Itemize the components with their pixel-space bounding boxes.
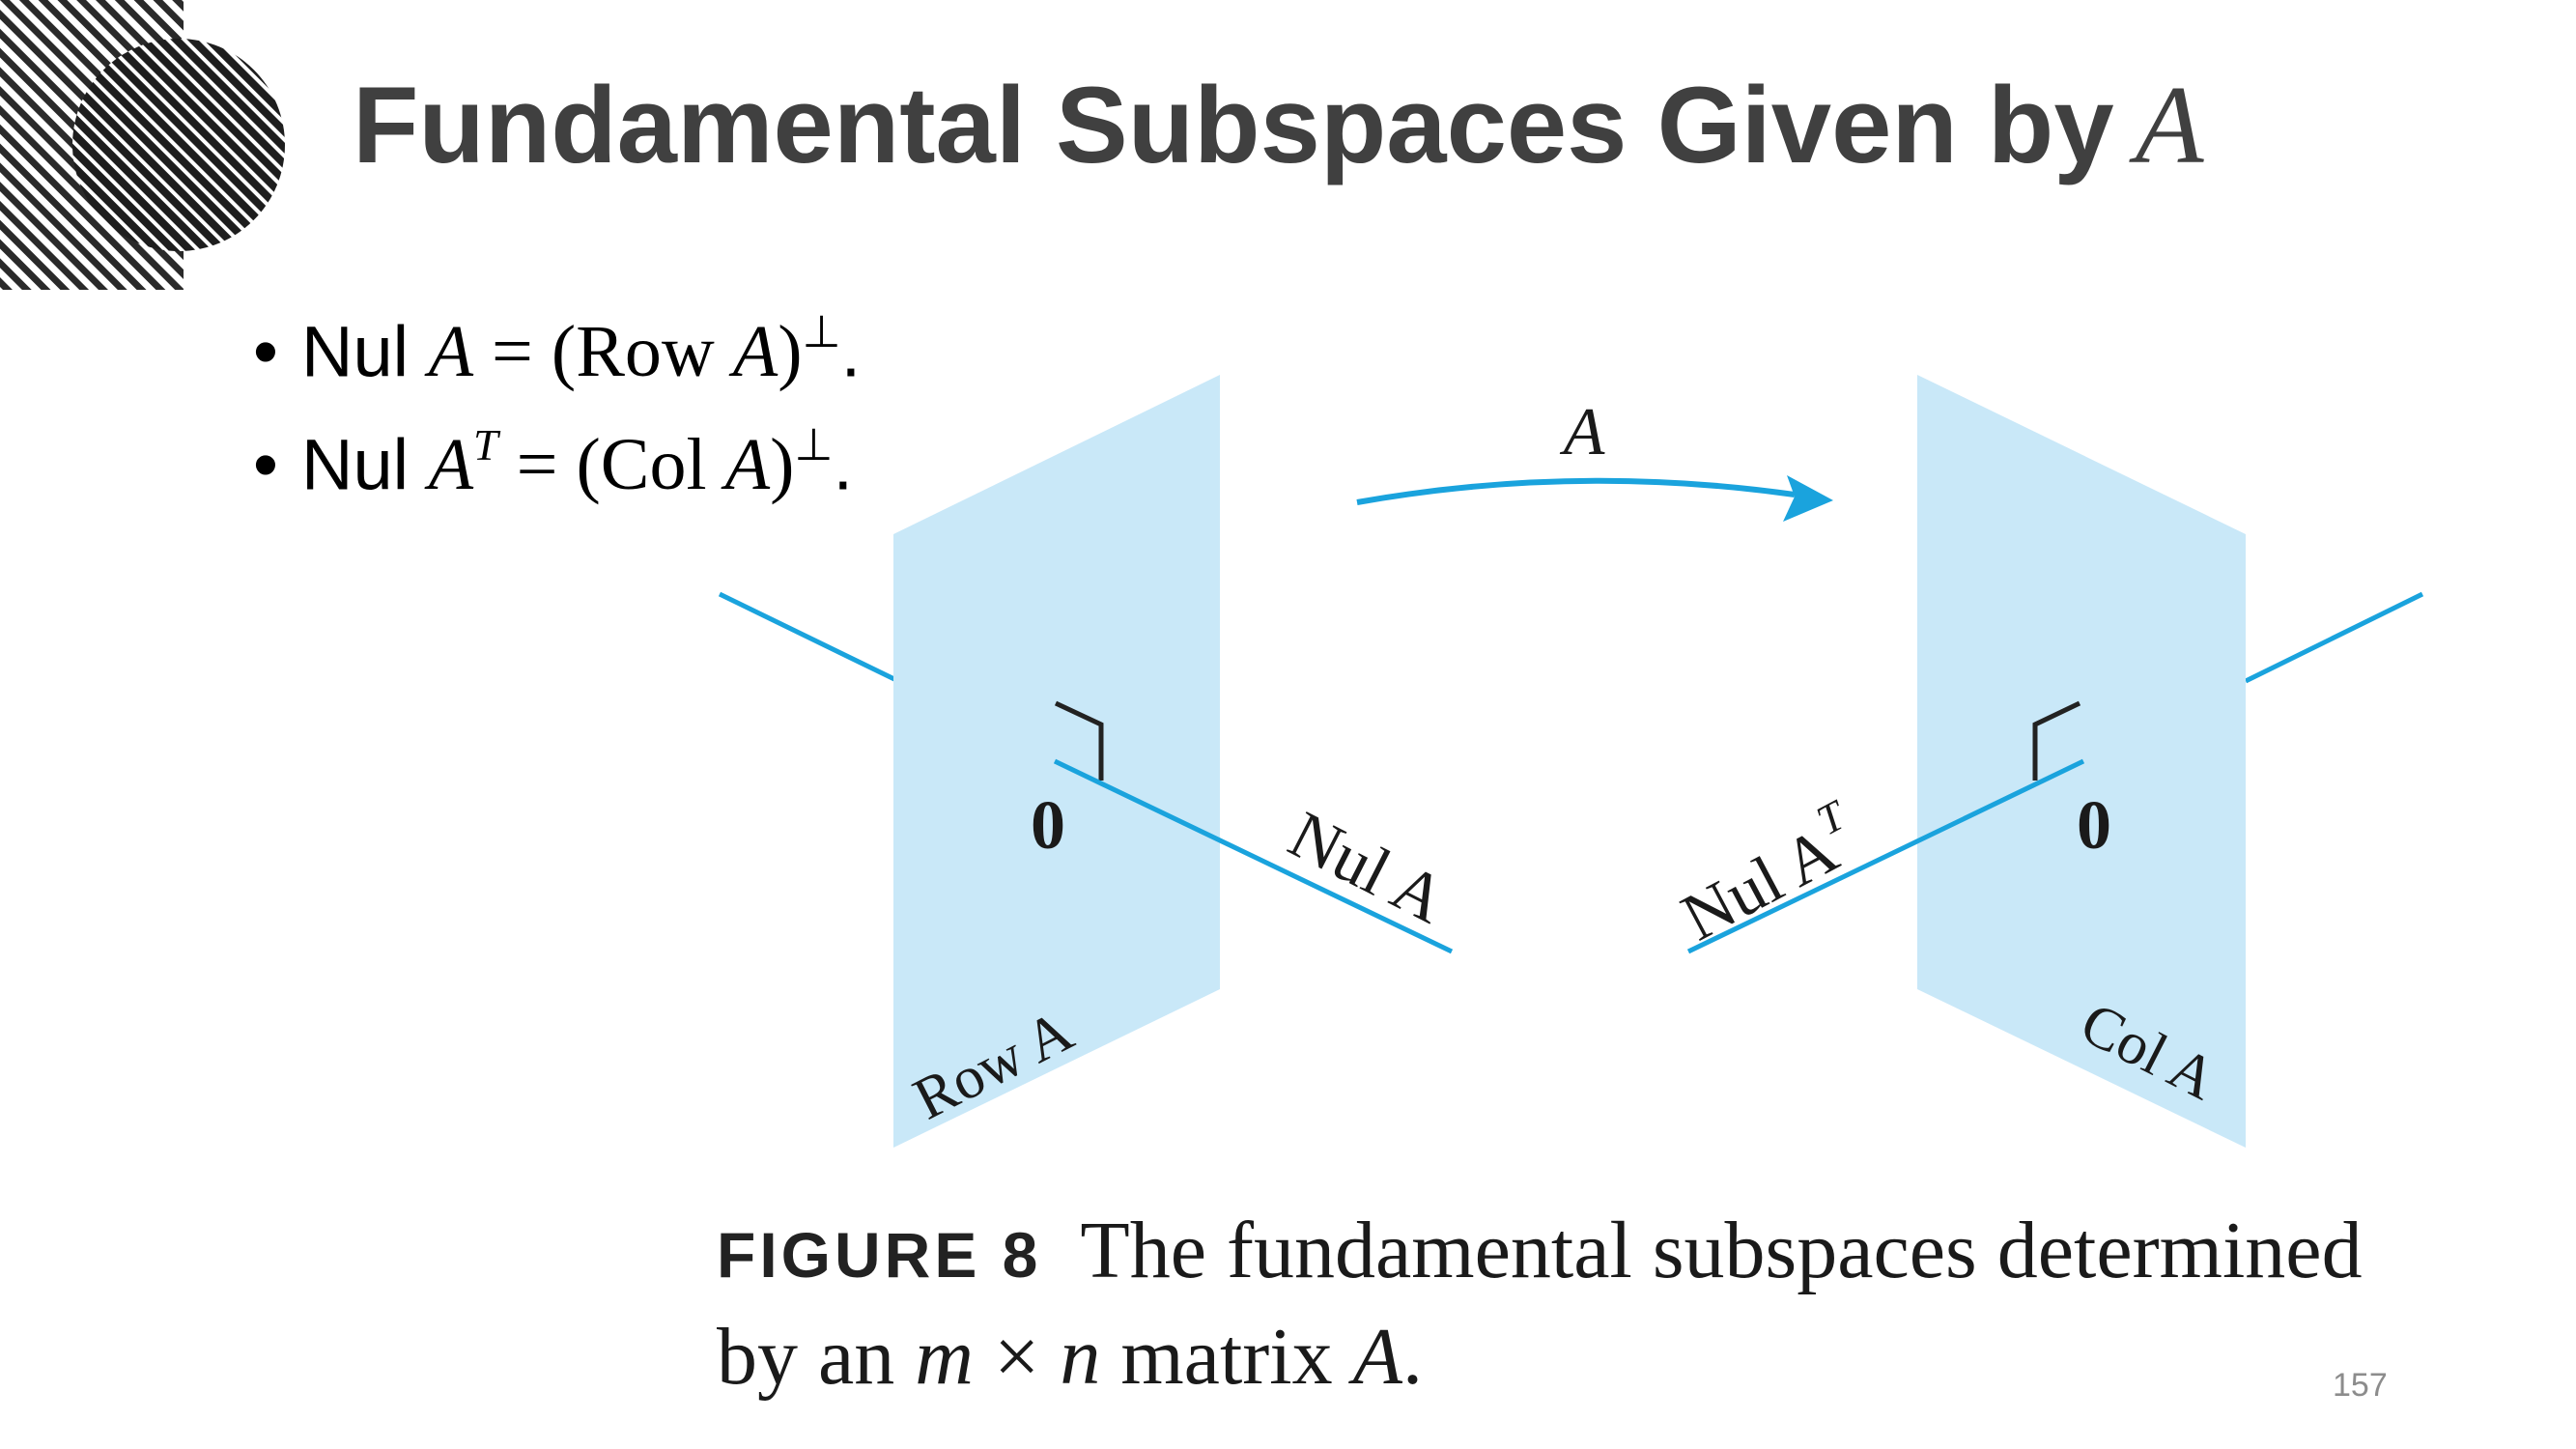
nul-a-back-line xyxy=(718,591,900,684)
origin-label-right: 0 xyxy=(2077,786,2111,864)
bullet-list: •Nul A = (Row A)⊥. •Nul AT = (Col A)⊥. xyxy=(253,288,861,514)
mapping-arrow xyxy=(1356,477,1796,505)
slide-title-text: Fundamental Subspaces Given by xyxy=(353,65,2114,185)
caption-label: FIGURE 8 xyxy=(717,1219,1042,1291)
col-a-label: Col A xyxy=(2071,990,2227,1113)
arrow-label: A xyxy=(1560,395,1605,469)
nul-a-line xyxy=(1053,758,1454,954)
page-number: 157 xyxy=(2333,1367,2388,1404)
row-a-plane xyxy=(893,375,1220,1148)
caption-text-1: The fundamental subspaces determined xyxy=(1080,1206,2363,1295)
bullet-math: A = (Row A)⊥ xyxy=(428,307,841,393)
col-a-plane xyxy=(1917,375,2246,1148)
bullet-text: Nul xyxy=(301,424,410,505)
slide-title-math: A xyxy=(2135,64,2204,187)
bullet-dot: • xyxy=(253,311,278,392)
bullet-dot: • xyxy=(253,424,278,505)
caption-line-1: FIGURE 8 The fundamental subspaces determ… xyxy=(717,1203,2455,1309)
bullet-item: •Nul AT = (Col A)⊥. xyxy=(253,401,861,514)
nul-at-label-sup: T xyxy=(1809,790,1855,844)
arrow-head xyxy=(1783,475,1833,522)
bullet-text: Nul xyxy=(301,311,410,392)
right-angle-marker xyxy=(1054,700,1104,781)
row-a-label: Row A xyxy=(903,998,1083,1133)
nul-a-label: Nul A xyxy=(1278,798,1458,939)
origin-label-left: 0 xyxy=(1031,786,1065,864)
figure-caption: FIGURE 8 The fundamental subspaces determ… xyxy=(717,1203,2455,1415)
nul-at-back-line xyxy=(2244,591,2424,684)
nul-at-line xyxy=(1686,758,2085,954)
right-angle-marker xyxy=(2032,700,2081,781)
bullet-math: AT = (Col A)⊥ xyxy=(428,420,834,506)
bullet-item: •Nul A = (Row A)⊥. xyxy=(253,288,861,401)
nul-at-label: Nul AT xyxy=(1665,790,1874,955)
nul-at-label-text: Nul A xyxy=(1670,813,1850,956)
corner-decoration xyxy=(0,0,285,290)
caption-line-2: by an m × n matrix A. xyxy=(717,1312,1423,1402)
